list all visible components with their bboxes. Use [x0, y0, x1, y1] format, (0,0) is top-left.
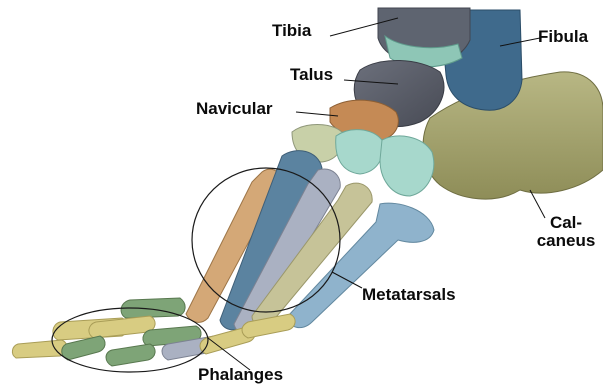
cuboid-bone	[380, 136, 434, 196]
navicular-label: Navicular	[196, 100, 273, 118]
tibia-label: Tibia	[272, 22, 311, 40]
phalanges-label: Phalanges	[198, 366, 283, 384]
calcaneus-label-line-1: Cal-	[528, 214, 603, 232]
fibula-label: Fibula	[538, 28, 588, 46]
talus-label: Talus	[290, 66, 333, 84]
phalanx-bone-3	[12, 340, 67, 358]
calcaneus-label: Cal- caneus	[528, 214, 603, 250]
cuneiform-bone-2	[336, 130, 383, 174]
phalanx-bone-7	[106, 344, 155, 366]
calcaneus-label-line-2: caneus	[528, 232, 603, 250]
metatarsals-label: Metatarsals	[362, 286, 456, 304]
